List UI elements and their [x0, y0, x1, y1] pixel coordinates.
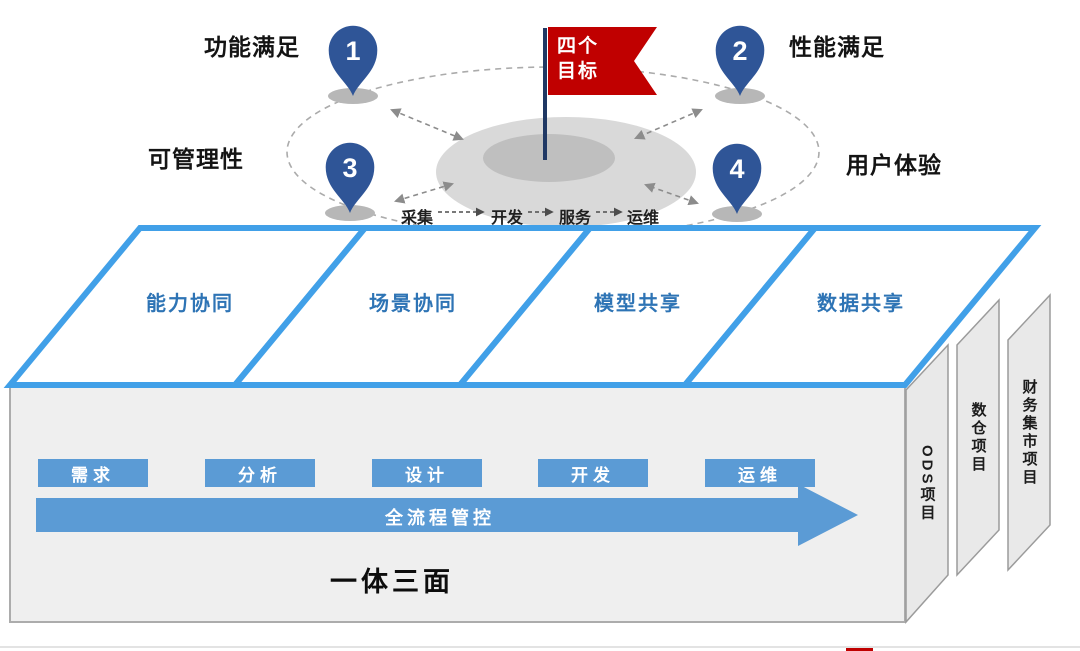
- stage-button-kaifa: 开发: [538, 459, 648, 487]
- connector-pin4-arrow: [644, 182, 699, 206]
- flow-step-caiji: 采集: [400, 210, 434, 227]
- process-arrow: [36, 484, 858, 546]
- flag-text-line1: 四个: [557, 36, 600, 57]
- pin-3-number: 3: [342, 153, 357, 183]
- goal-flag-icon: [548, 27, 657, 95]
- goal-label-2: 性能满足: [789, 34, 885, 60]
- goal-label-4: 用户体验: [846, 152, 942, 178]
- connector-pin2-arrow: [634, 108, 703, 140]
- stage-button-xuqiu: 需求: [38, 459, 148, 487]
- top-panel-label-3: 模型共享: [594, 293, 682, 315]
- side-slab-label-dw: 数仓项目: [957, 300, 999, 575]
- center-blob-inner: [483, 134, 615, 182]
- goal-label-1: 功能满足: [204, 34, 300, 60]
- stage-button-sheji: 设计: [372, 459, 482, 487]
- flow-step-kaifa: 开发: [490, 210, 524, 227]
- connector-pin1-arrow: [390, 108, 464, 141]
- box-caption: 一体三面: [330, 567, 454, 597]
- side-slab-finance: [1007, 293, 1051, 572]
- top-panel-4: [678, 225, 1042, 388]
- goal-label-3: 可管理性: [148, 146, 244, 172]
- goal-pin-2-icon: 2: [715, 25, 765, 97]
- pin-1-number: 1: [345, 36, 360, 66]
- top-panel-label-1: 能力协同: [146, 293, 234, 315]
- goal-pin-1-icon: 1: [328, 25, 378, 97]
- bottom-red-mark: [846, 648, 873, 651]
- stage-button-yunwei: 运维: [705, 459, 815, 487]
- top-panel-label-4: 数据共享: [817, 293, 905, 315]
- flow-step-fuwu: 服务: [558, 210, 592, 227]
- top-panel-label-2: 场景协同: [369, 293, 457, 315]
- side-slab-label-finance: 财务集市项目: [1008, 295, 1050, 570]
- side-slab-dw: [956, 298, 1000, 577]
- goal-pin-3-icon: 3: [325, 142, 375, 213]
- flow-step-yunwei: 运维: [626, 210, 660, 227]
- pin-2-number: 2: [732, 36, 747, 66]
- process-arrow-label: 全流程管控: [385, 508, 495, 528]
- side-slab-ods: [905, 343, 949, 624]
- goal-pin-4-icon: 4: [712, 143, 762, 214]
- pin-4-number: 4: [729, 154, 744, 184]
- bottom-divider: [0, 646, 1080, 648]
- flag-text: 四个 目标: [557, 34, 599, 84]
- flag-text-line2: 目标: [557, 61, 600, 82]
- side-slab-label-ods-text: ODS项目: [918, 444, 936, 523]
- connector-pin3-arrow: [394, 181, 454, 204]
- side-slab-label-finance-text: 财务集市项目: [1020, 378, 1038, 487]
- stage-button-fenxi: 分析: [205, 459, 315, 487]
- side-slab-label-ods: ODS项目: [906, 345, 948, 622]
- side-slab-label-dw-text: 数仓项目: [969, 401, 987, 474]
